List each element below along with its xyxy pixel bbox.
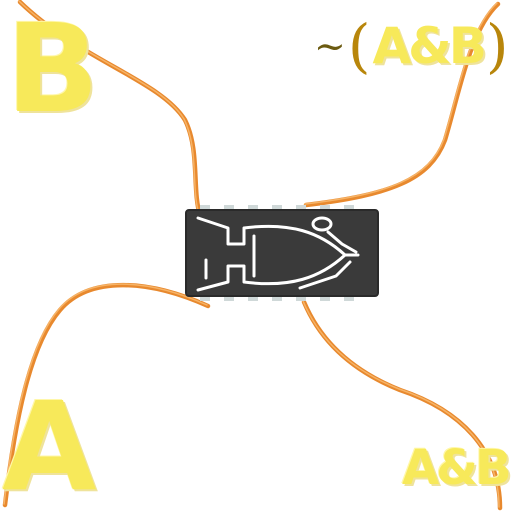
input-b-label: B — [6, 0, 99, 140]
output-formula: ~ ( A&B ) — [314, 14, 509, 78]
output-label: A&B — [402, 440, 512, 496]
input-a-label: A — [2, 376, 96, 518]
ic-chip — [185, 205, 379, 301]
formula-expression: A&B — [372, 17, 486, 75]
formula-close-paren: ) — [485, 12, 509, 80]
formula-tilde: ~ — [314, 24, 346, 68]
formula-open-paren: ( — [347, 12, 371, 80]
wire-input-a — [2, 282, 211, 508]
nand-gate-symbol-icon — [196, 216, 360, 292]
wire-output-formula — [303, 1, 501, 208]
